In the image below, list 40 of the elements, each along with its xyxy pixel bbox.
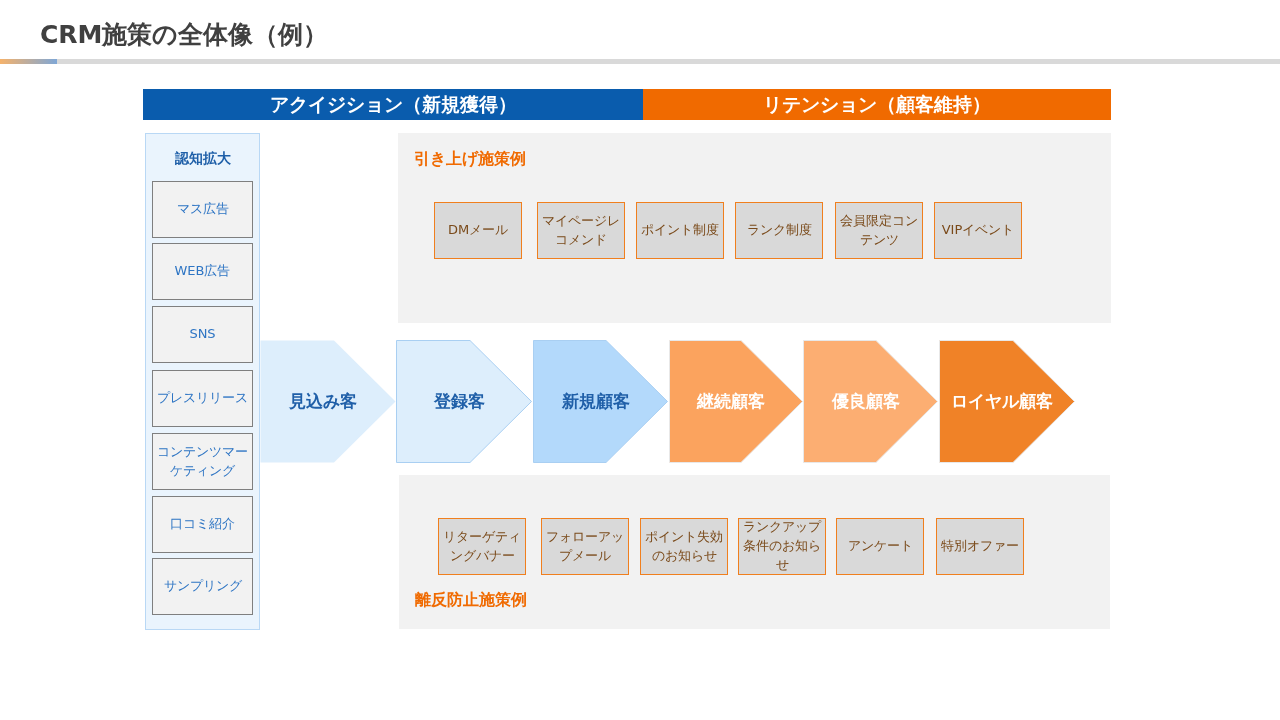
measure-box: 特別オファー: [936, 518, 1024, 575]
page-title: CRM施策の全体像（例）: [40, 19, 329, 51]
channel-box: SNS: [152, 306, 253, 363]
measures-panel: [398, 133, 1111, 323]
channel-box: 口コミ紹介: [152, 496, 253, 553]
stage-label: 見込み客: [288, 390, 358, 413]
measure-box: フォローアップメール: [541, 518, 629, 575]
channel-box: プレスリリース: [152, 370, 253, 427]
stage-pentagon-box: [533, 340, 668, 463]
stage-label: ロイヤル顧客: [950, 390, 1054, 413]
measure-box: リターゲティングバナー: [438, 518, 526, 575]
measure-box: ポイント失効のお知らせ: [640, 518, 728, 575]
channel-box: WEB広告: [152, 243, 253, 300]
stage-label: 優良顧客: [830, 390, 901, 413]
stage-pentagon-box: [803, 340, 938, 463]
measure-box: マイページレコメンド: [537, 202, 625, 259]
measure-box: アンケート: [836, 518, 924, 575]
phase-band: アクイジション（新規獲得）: [143, 89, 643, 120]
panel-heading: 離反防止施策例: [415, 590, 527, 611]
stage-label: 新規顧客: [560, 390, 631, 413]
stage-label: 継続顧客: [695, 390, 766, 413]
measure-box: ランク制度: [735, 202, 823, 259]
measure-box: VIPイベント: [934, 202, 1022, 259]
channel-panel: [145, 133, 260, 630]
channel-box: サンプリング: [152, 558, 253, 615]
stage-pentagon-box: [260, 340, 396, 463]
measure-box: 会員限定コンテンツ: [835, 202, 923, 259]
stage-pentagon-box: [669, 340, 803, 463]
stage-pentagon-box: [939, 340, 1075, 463]
measure-box: ポイント制度: [636, 202, 724, 259]
channel-box: コンテンツマーケティング: [152, 433, 253, 490]
measures-panel: [399, 475, 1110, 629]
channel-box: マス広告: [152, 181, 253, 238]
stage-pentagon-box: [396, 340, 532, 463]
panel-heading: 認知拡大: [173, 150, 232, 168]
measure-box: ランクアップ条件のお知らせ: [738, 518, 826, 575]
measure-box: DMメール: [434, 202, 522, 259]
panel-heading: 引き上げ施策例: [414, 149, 526, 170]
phase-band: リテンション（顧客維持）: [643, 89, 1111, 120]
stage-label: 登録客: [432, 390, 486, 413]
